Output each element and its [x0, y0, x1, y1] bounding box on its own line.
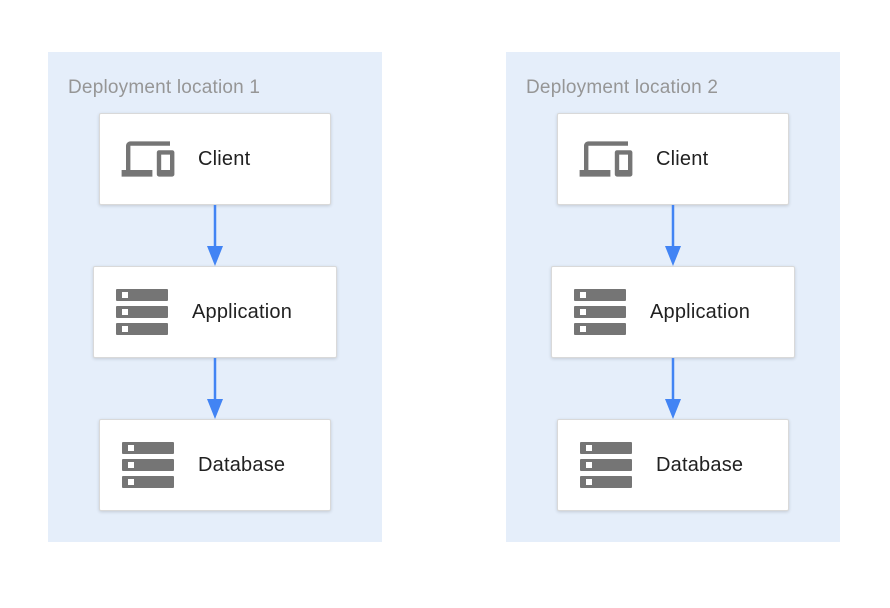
node-label: Database: [198, 453, 286, 476]
arrow-application-to-database: [204, 358, 226, 419]
server-stack-icon: [120, 442, 176, 488]
devices-icon: [120, 137, 176, 181]
node-database: Database: [557, 419, 789, 511]
node-label: Client: [656, 147, 709, 170]
node-client: Client: [99, 113, 331, 205]
arrow-client-to-application: [204, 205, 226, 266]
server-stack-icon: [572, 289, 628, 335]
node-label: Client: [198, 147, 251, 170]
node-label: Application: [650, 300, 751, 323]
node-application: Application: [93, 266, 337, 358]
flow-column: Client: [506, 113, 840, 511]
node-client: Client: [557, 113, 789, 205]
node-database: Database: [99, 419, 331, 511]
panel-title: Deployment location 1: [68, 77, 261, 98]
node-label: Application: [192, 300, 293, 323]
deployment-location-2-panel: Deployment location 2 Client: [506, 52, 840, 542]
arrow-client-to-application: [662, 205, 684, 266]
arrow-application-to-database: [662, 358, 684, 419]
server-stack-icon: [114, 289, 170, 335]
panel-title: Deployment location 2: [526, 77, 719, 98]
deployment-location-1-panel: Deployment location 1 Client: [48, 52, 382, 542]
devices-icon: [578, 137, 634, 181]
node-label: Database: [656, 453, 744, 476]
flow-column: Client: [48, 113, 382, 511]
node-application: Application: [551, 266, 795, 358]
server-stack-icon: [578, 442, 634, 488]
